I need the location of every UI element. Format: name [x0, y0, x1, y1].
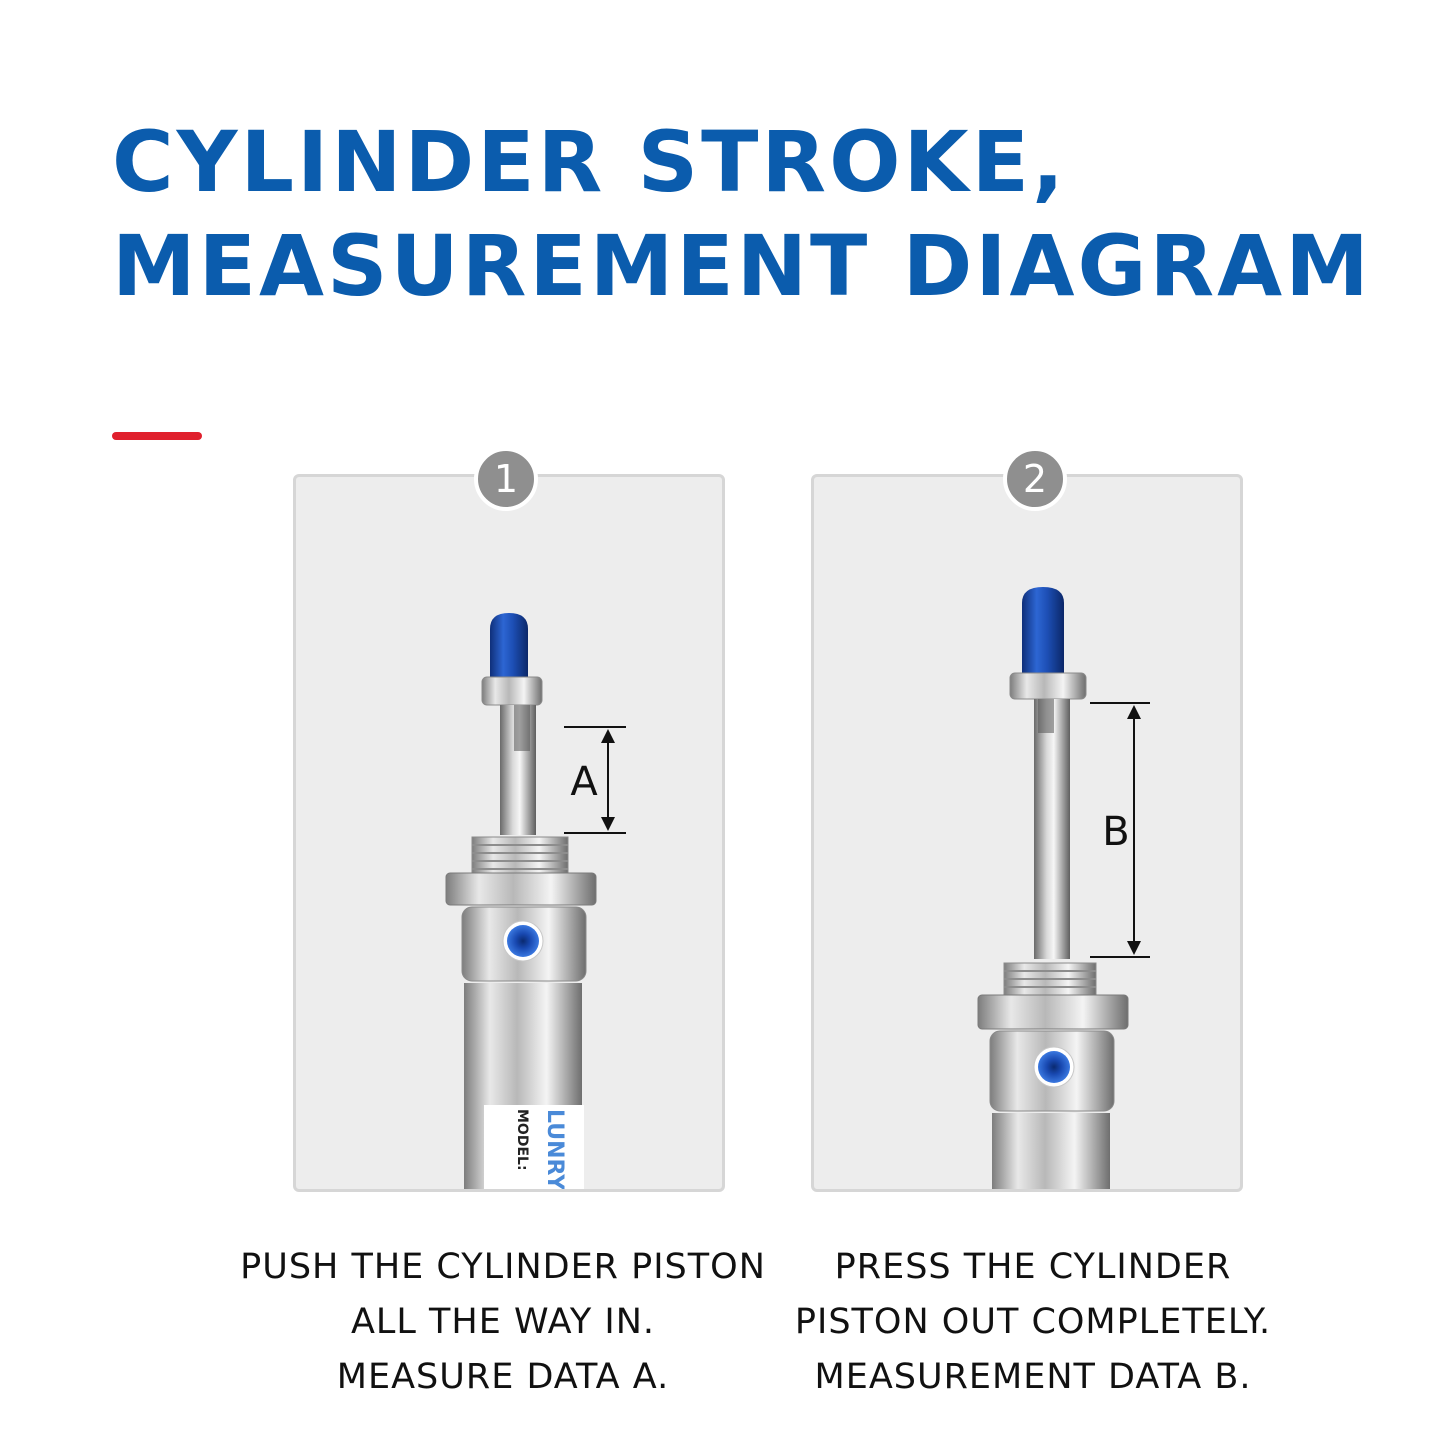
brand-text: LUNRY [542, 1109, 567, 1191]
dimension-b-label: B [1102, 809, 1129, 855]
page-title: CYLINDER STROKE, MEASUREMENT DIAGRAM [112, 110, 1372, 318]
dimension-a-label: A [570, 759, 598, 805]
step-2-badge: 2 [1003, 447, 1067, 511]
step-1-caption-line-2: ALL THE WAY IN. [350, 1302, 656, 1342]
step-1-panel: LUNRY MODEL: A [293, 474, 725, 1192]
title-line-1: CYLINDER STROKE, [112, 113, 1067, 211]
air-port [1038, 1051, 1070, 1083]
model-text: MODEL: [514, 1109, 530, 1171]
cylinder-body [992, 1113, 1110, 1189]
hex-nut [445, 872, 597, 906]
rod-nut [481, 676, 543, 706]
piston-cap [490, 613, 528, 677]
step-1-caption-line-3: MEASURE DATA A. [336, 1357, 670, 1397]
thread-collar [471, 836, 569, 878]
cylinder-retracted-illustration: LUNRY MODEL: A [445, 613, 626, 1191]
title-line-2: MEASUREMENT DIAGRAM [112, 217, 1372, 315]
step-2-caption-line-3: MEASUREMENT DATA B. [814, 1357, 1252, 1397]
body-label [484, 1105, 584, 1189]
step-1-caption-line-1: PUSH THE CYLINDER PISTON [240, 1247, 766, 1287]
dimension-a-marker [564, 726, 626, 834]
step-2-caption: PRESS THE CYLINDER PISTON OUT COMPLETELY… [753, 1240, 1313, 1405]
piston-cap [1022, 587, 1064, 673]
piston-rod [1034, 699, 1070, 959]
hex-nut [977, 994, 1129, 1030]
cylinder-extended-illustration: B [977, 587, 1150, 1189]
step-2-caption-line-1: PRESS THE CYLINDER [834, 1247, 1232, 1287]
thread-collar [1003, 962, 1097, 1000]
accent-bar [112, 432, 202, 440]
step-1-caption: PUSH THE CYLINDER PISTON ALL THE WAY IN.… [223, 1240, 783, 1405]
step-1-badge: 1 [474, 447, 538, 511]
step-2-panel: B [811, 474, 1243, 1192]
dimension-b-marker [1090, 702, 1150, 958]
air-port [507, 925, 539, 957]
step-2-caption-line-2: PISTON OUT COMPLETELY. [794, 1302, 1272, 1342]
rod-nut [1009, 672, 1087, 700]
